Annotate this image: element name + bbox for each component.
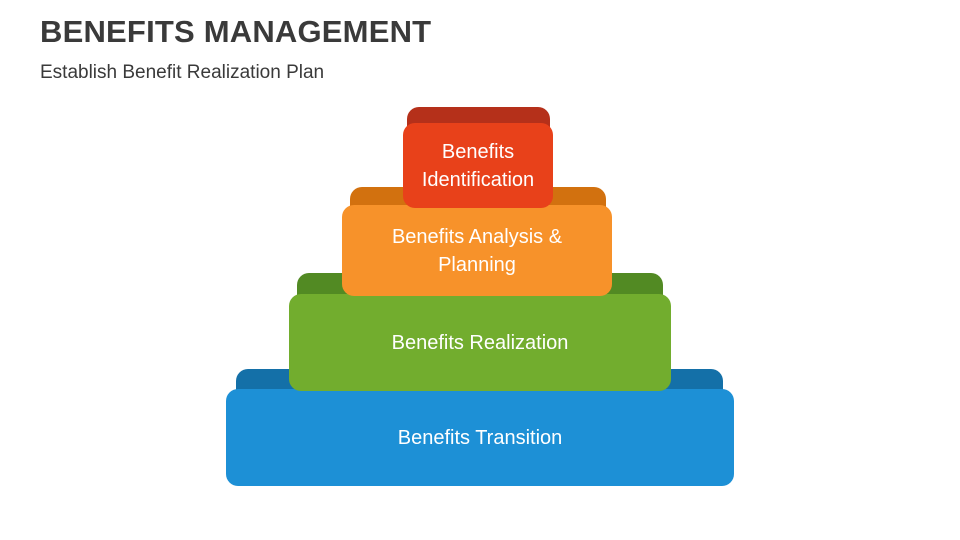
page-title: BENEFITS MANAGEMENT	[40, 14, 432, 49]
tier-analysis-label: Benefits Analysis & Planning	[391, 225, 563, 276]
tier-identification-front: Benefits Identification	[403, 123, 553, 208]
tier-identification-label: Benefits Identification	[421, 140, 535, 191]
tier-transition-front: Benefits Transition	[226, 389, 734, 486]
page-subtitle: Establish Benefit Realization Plan	[40, 62, 325, 83]
tier-transition-label: Benefits Transition	[397, 426, 563, 449]
tier-realization-label: Benefits Realization	[391, 331, 569, 354]
tier-realization-front: Benefits Realization	[289, 294, 671, 391]
tier-analysis-front: Benefits Analysis & Planning	[342, 205, 612, 296]
